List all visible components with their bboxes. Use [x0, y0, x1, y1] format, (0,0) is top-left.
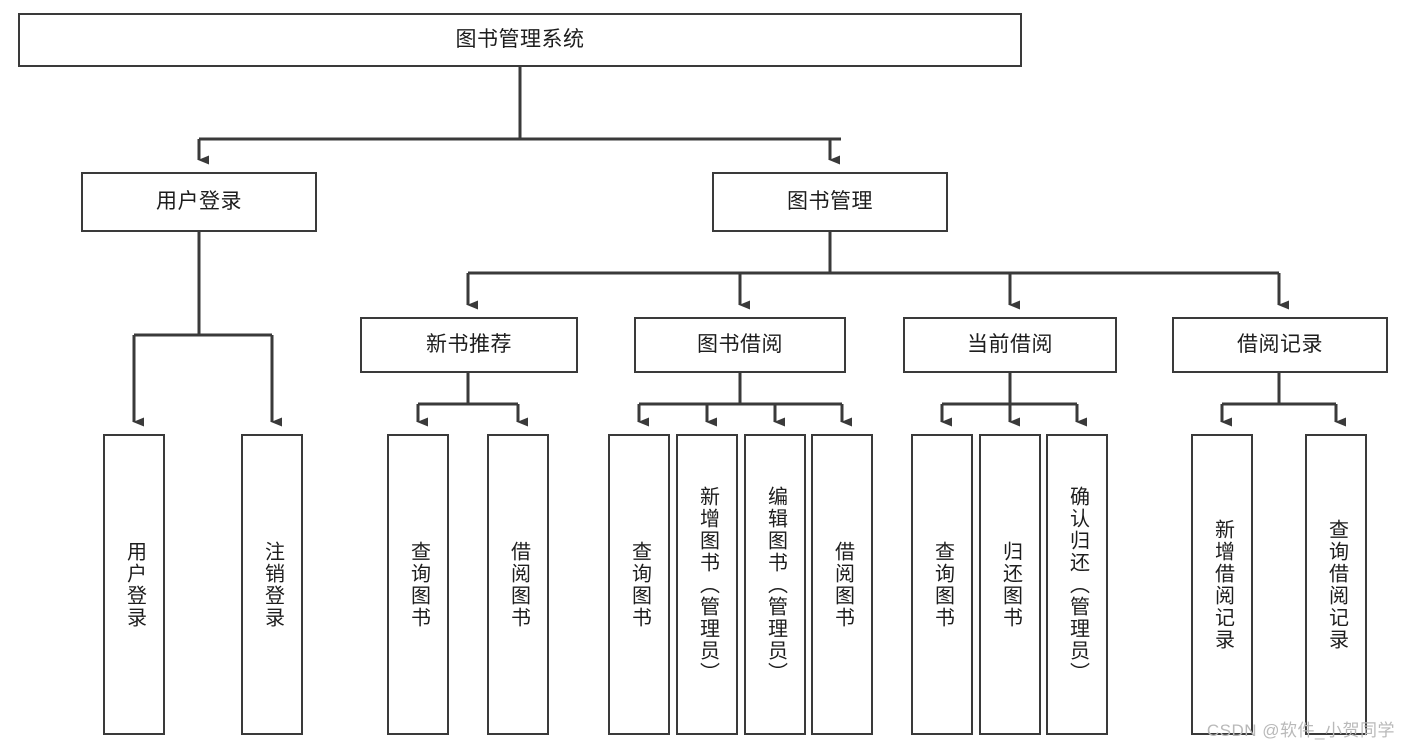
leaf-borrow-book[interactable]: 借阅图书: [811, 434, 873, 735]
leaf-label: 查询图书: [628, 540, 651, 629]
leaf-label: 查询图书: [931, 540, 954, 629]
leaf-return-book[interactable]: 归还图书: [979, 434, 1041, 735]
leaf-query-borrow-record[interactable]: 查询借阅记录: [1305, 434, 1367, 735]
leaf-label: 用户登录: [123, 540, 146, 629]
node-borrow-record[interactable]: 借阅记录: [1172, 317, 1388, 373]
leaf-query-book-recommend[interactable]: 查询图书: [387, 434, 449, 735]
node-book-manage[interactable]: 图书管理: [712, 172, 948, 232]
leaf-label: 注销登录: [261, 540, 284, 629]
leaf-add-book-admin[interactable]: 新增图书（管理员）: [676, 434, 738, 735]
node-root-system[interactable]: 图书管理系统: [18, 13, 1022, 67]
leaf-label: 归还图书: [999, 540, 1022, 629]
leaf-add-borrow-record[interactable]: 新增借阅记录: [1191, 434, 1253, 735]
node-current-borrow[interactable]: 当前借阅: [903, 317, 1117, 373]
node-new-book-recommend[interactable]: 新书推荐: [360, 317, 578, 373]
leaf-label: 编辑图书（管理员）: [764, 485, 787, 684]
node-user-login[interactable]: 用户登录: [81, 172, 317, 232]
watermark-text: CSDN @软件_小贺同学: [1206, 721, 1395, 740]
leaf-label: 确认归还（管理员）: [1066, 485, 1089, 684]
leaf-borrow-book-recommend[interactable]: 借阅图书: [487, 434, 549, 735]
leaf-label: 新增图书（管理员）: [696, 485, 719, 684]
leaf-label: 借阅图书: [831, 540, 854, 629]
leaf-user-logout[interactable]: 注销登录: [241, 434, 303, 735]
leaf-label: 查询借阅记录: [1325, 518, 1348, 651]
leaf-user-login[interactable]: 用户登录: [103, 434, 165, 735]
leaf-query-book-current[interactable]: 查询图书: [911, 434, 973, 735]
node-book-borrow[interactable]: 图书借阅: [634, 317, 846, 373]
leaf-edit-book-admin[interactable]: 编辑图书（管理员）: [744, 434, 806, 735]
leaf-confirm-return-admin[interactable]: 确认归还（管理员）: [1046, 434, 1108, 735]
leaf-label: 借阅图书: [507, 540, 530, 629]
leaf-label: 新增借阅记录: [1211, 518, 1234, 651]
leaf-query-book-borrow[interactable]: 查询图书: [608, 434, 670, 735]
leaf-label: 查询图书: [407, 540, 430, 629]
